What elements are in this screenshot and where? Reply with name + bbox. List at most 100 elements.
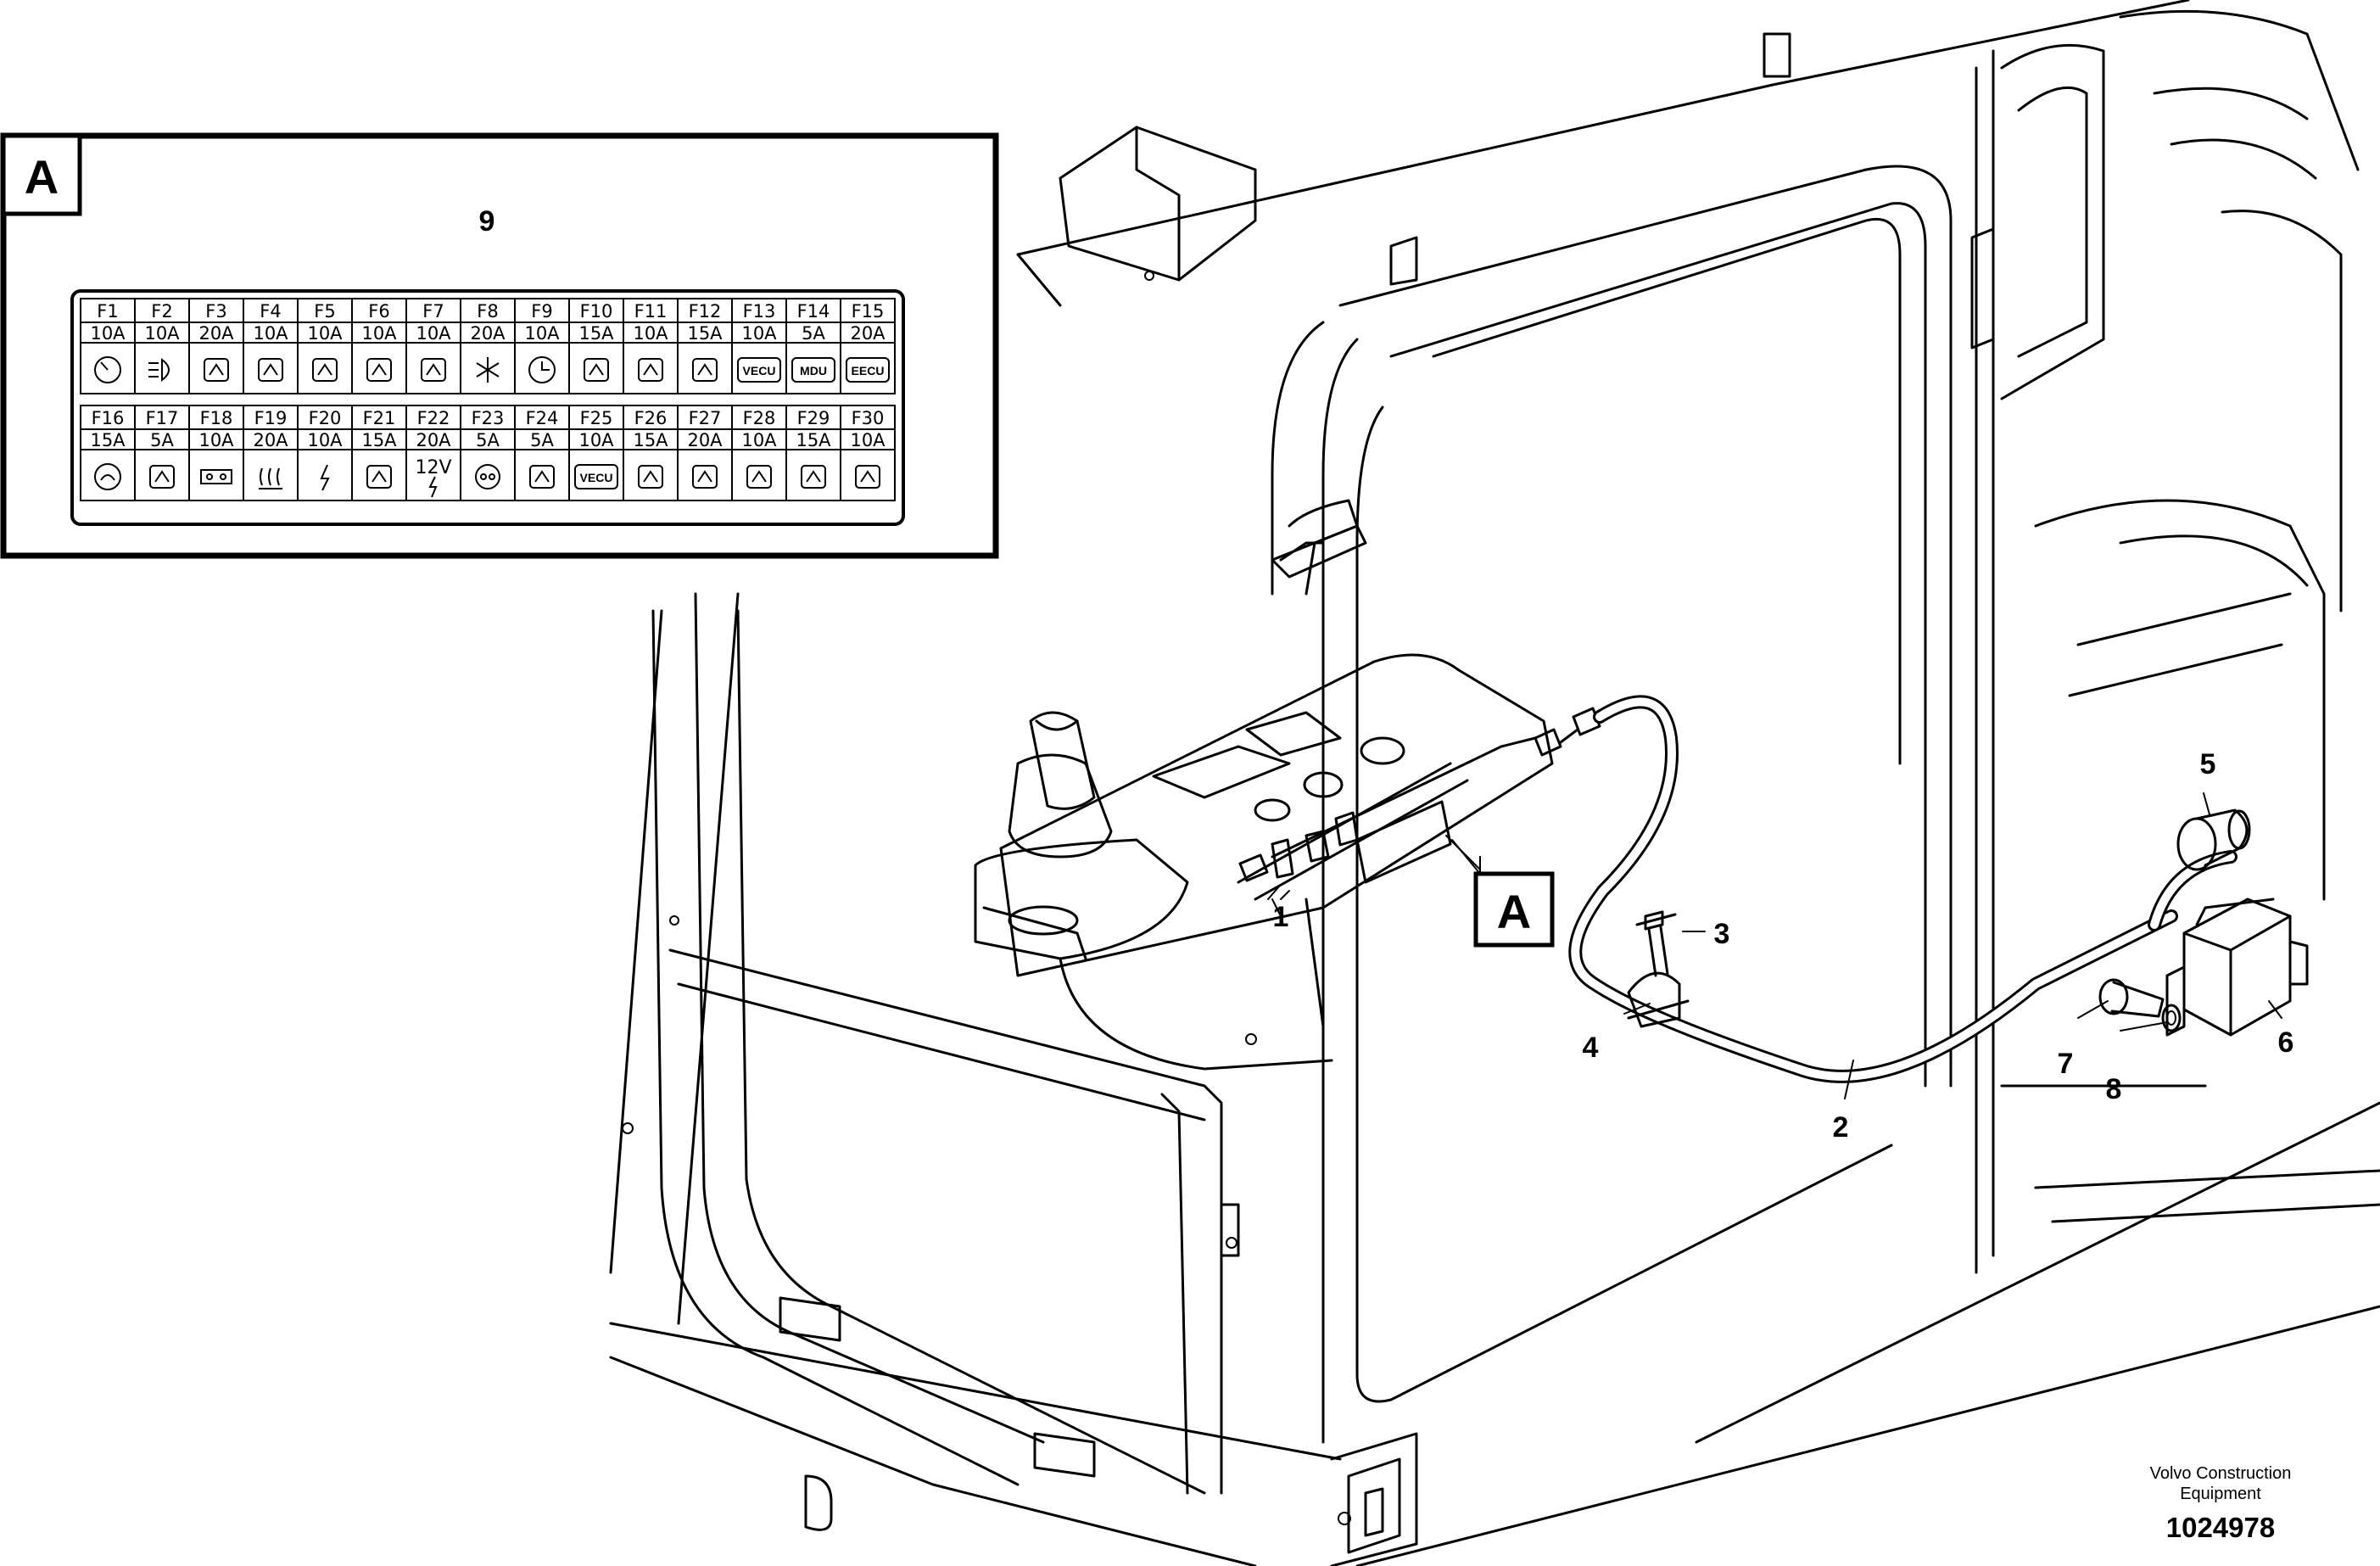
- radio-icon: [200, 469, 232, 484]
- callout-6: 6: [2278, 1026, 2294, 1059]
- headlight-icon: [148, 357, 170, 383]
- fuse-amp-label: 5A: [150, 430, 174, 450]
- fuse-amp-label: 20A: [470, 323, 506, 344]
- fuse-amp-label: 10A: [307, 430, 343, 450]
- work-light-icon: [204, 358, 229, 382]
- hammer-icon: [746, 465, 772, 489]
- fuse-amp-label: 10A: [198, 430, 234, 450]
- callout-4: 4: [1583, 1032, 1599, 1064]
- horn-icon: [421, 358, 446, 382]
- seat-heater-icon: [638, 465, 663, 489]
- fuse-amp-label: 20A: [198, 323, 234, 344]
- fuse-id-label: F11: [634, 301, 668, 322]
- fuse-id-label: F8: [477, 301, 498, 322]
- relay-module-assembly: [2098, 808, 2309, 1037]
- heater-icon: [259, 467, 282, 489]
- callout-5: 5: [2200, 748, 2216, 780]
- fuse-id-label: F18: [200, 408, 233, 428]
- fuse-id-label: F30: [852, 408, 885, 428]
- fuse-id-label: F13: [743, 301, 776, 322]
- fuse-id-label: F7: [422, 301, 444, 322]
- fuse-amp-label: 15A: [361, 430, 397, 450]
- fuse-amp-label: 10A: [578, 430, 614, 450]
- cab-fan-icon: [312, 358, 338, 382]
- fuse-id-label: F12: [689, 301, 722, 322]
- fuse-id-label: F14: [797, 301, 830, 322]
- fuse-amp-label: 5A: [802, 323, 825, 344]
- fuse-id-label: F29: [797, 408, 830, 428]
- detail-a-callout: [1445, 835, 1555, 948]
- fuse-amp-label: 10A: [850, 430, 886, 450]
- fuse-id-label: F27: [689, 408, 722, 428]
- brand-credit: Volvo Construction Equipment: [2149, 1464, 2292, 1503]
- wiper-icon: [258, 358, 283, 382]
- fuse-amp-label: 10A: [144, 323, 180, 344]
- fuse-id-label: F17: [146, 408, 179, 428]
- alternator-icon: [94, 463, 121, 490]
- fuse-amp-label: 10A: [633, 323, 668, 344]
- callout-7: 7: [2058, 1048, 2074, 1080]
- cab-outline: [609, 0, 2380, 1566]
- gauge-icon: [94, 356, 121, 383]
- fuse-id-label: F10: [580, 301, 613, 322]
- eecu-icon-text: EECU: [852, 364, 885, 378]
- fuse-grid: F110AF210AF320AF410AF510AF610AF710AF820A…: [80, 298, 896, 501]
- vecu-icon: VECU: [574, 464, 618, 489]
- fuse-amp-label: 10A: [741, 323, 777, 344]
- fuse-amp-label: 15A: [633, 430, 668, 450]
- fuse-id-label: F24: [526, 408, 559, 428]
- vecu-icon-text: VECU: [580, 471, 613, 484]
- fuse-amp-label: 20A: [687, 430, 723, 450]
- fuse-id-label: F15: [852, 301, 885, 322]
- clock-icon: [528, 356, 556, 383]
- fuse-id-label: F9: [531, 301, 552, 322]
- 12v-socket-icon-text: 12V: [415, 457, 451, 478]
- vecu-icon: VECU: [737, 357, 781, 383]
- fuse-id-label: F16: [92, 408, 125, 428]
- fuse-amp-label: 15A: [578, 323, 614, 344]
- fuse-amp-label: 10A: [524, 323, 560, 344]
- breaker-icon: [692, 465, 718, 489]
- fuse-id-label: F4: [260, 301, 281, 322]
- fuse-amp-label: 15A: [90, 430, 126, 450]
- fuse-id-label: F3: [205, 301, 226, 322]
- fuse-amp-label: 10A: [307, 323, 343, 344]
- seat-icon: [366, 358, 392, 382]
- wiring-harness: [1237, 695, 2238, 1083]
- safety-lever-icon: [529, 465, 555, 489]
- travel-alarm-icon: [475, 464, 500, 489]
- fuse-amp-label: 20A: [850, 323, 886, 344]
- fuse-amp-label: 15A: [796, 430, 831, 450]
- mdu-icon-text: MDU: [800, 364, 827, 378]
- mdu-icon: MDU: [791, 357, 835, 383]
- fuse-amp-label: 10A: [361, 323, 397, 344]
- power-icon: [320, 464, 330, 491]
- fuse-id-label: F28: [743, 408, 776, 428]
- vecu-icon-text: VECU: [743, 364, 776, 378]
- fuse-id-label: F23: [472, 408, 505, 428]
- fuse-amp-label: 10A: [90, 323, 126, 344]
- callout-2: 2: [1833, 1111, 1849, 1144]
- fuel-pump-icon: [692, 358, 718, 382]
- fuse-id-label: F19: [254, 408, 288, 428]
- fuse-id-label: F1: [97, 301, 118, 322]
- lubrication-icon: [855, 465, 880, 489]
- window-defrost-icon: [584, 358, 609, 382]
- clamp-assembly: [1627, 910, 1690, 1028]
- fuse-amp-label: 5A: [476, 430, 500, 450]
- operator-console: [974, 524, 1554, 1071]
- fuse-amp-label: 10A: [253, 323, 288, 344]
- detail-a-label: A: [25, 150, 59, 204]
